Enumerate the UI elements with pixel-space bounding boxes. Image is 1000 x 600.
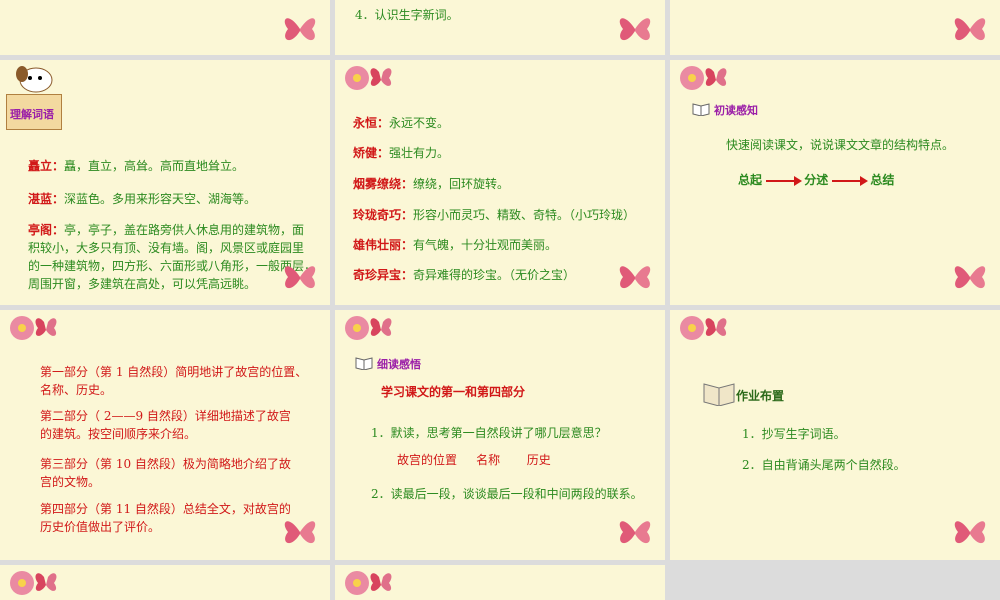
s5-row-2: 矫健：强壮有力。 — [353, 146, 450, 160]
butterfly-icon — [954, 521, 986, 544]
arrow-icon — [766, 175, 803, 186]
scroll-label-box — [6, 94, 62, 130]
answer-1: 故宫的位置 名称 历史 — [397, 453, 551, 467]
slide-9-title: 作业布置 — [736, 389, 785, 403]
butterfly-icon — [954, 266, 986, 289]
slide-2-item: 4．认识生字新词。 — [355, 8, 459, 22]
slide-6-tag: 初读感知 — [714, 104, 758, 117]
flower-icon — [680, 66, 727, 90]
structure-flow: 总起 分述 总结 — [738, 170, 894, 190]
s5-row-1: 永恒：永远不变。 — [353, 116, 450, 130]
book-icon — [355, 357, 373, 370]
s5-row-5: 雄伟壮丽：有气魄，十分壮观而美丽。 — [353, 238, 558, 252]
question-2: 2．读最后一段，谈谈最后一段和中间两段的联系。 — [371, 487, 643, 501]
slide-6[interactable]: 初读感知 快速阅读课文，说说课文文章的结构特点。 总起 分述 总结 — [670, 60, 1000, 305]
part-4: 第四部分（第 11 自然段）总结全文，对故宫的历史价值做出了评价。 — [40, 502, 291, 534]
s5-row-6: 奇珍异宝：奇异难得的珍宝。（无价之宝） — [353, 268, 576, 282]
term-chuli: 矗立：矗，直立，高耸。高而直地耸立。 — [28, 159, 245, 173]
part-2: 第二部分（ 2——9 自然段）详细地描述了故宫的建筑。按空间顺序来介绍。 — [40, 409, 291, 441]
arrow-icon — [832, 175, 869, 186]
slide-8-title: 学习课文的第一和第四部分 — [381, 385, 526, 399]
flower-icon — [345, 316, 392, 340]
slide-11[interactable] — [335, 565, 665, 600]
homework-1: 1．抄写生字词语。 — [742, 427, 846, 441]
slide-4-tag: 理解词语 — [10, 108, 54, 121]
slide-7[interactable]: 第一部分（第 1 自然段）简明地讲了故宫的位置、名称、历史。 第二部分（ 2——… — [0, 310, 330, 560]
flow-start: 总起 — [738, 173, 763, 187]
butterfly-icon — [284, 521, 316, 544]
butterfly-icon — [619, 18, 651, 41]
s5-row-4: 玲珑奇巧：形容小而灵巧、精致、奇特。（小巧玲珑） — [353, 208, 636, 222]
slide-9[interactable]: 作业布置 1．抄写生字词语。 2．自由背诵头尾两个自然段。 — [670, 310, 1000, 560]
slide-8-tag: 细读感悟 — [377, 358, 421, 371]
open-book-icon — [703, 383, 735, 406]
part-3: 第三部分（第 10 自然段）极为简略地介绍了故宫的文物。 — [40, 457, 291, 489]
slide-3[interactable] — [670, 0, 1000, 55]
flower-icon — [345, 571, 392, 595]
s5-row-3: 烟雾缭绕：缭绕，回环旋转。 — [353, 177, 510, 191]
flower-icon — [345, 66, 392, 90]
butterfly-icon — [284, 266, 316, 289]
flower-icon — [10, 571, 57, 595]
flow-end: 总结 — [870, 173, 895, 187]
part-1: 第一部分（第 1 自然段）简明地讲了故宫的位置、名称、历史。 — [40, 365, 308, 397]
slide-8[interactable]: 细读感悟 学习课文的第一和第四部分 1．默读，思考第一自然段讲了哪几层意思？ 故… — [335, 310, 665, 560]
butterfly-icon — [284, 18, 316, 41]
question-1: 1．默读，思考第一自然段讲了哪几层意思？ — [371, 426, 607, 440]
butterfly-icon — [619, 521, 651, 544]
structure-question: 快速阅读课文，说说课文文章的结构特点。 — [726, 138, 955, 152]
slide-5[interactable]: 永恒：永远不变。 矫健：强壮有力。 烟雾缭绕：缭绕，回环旋转。 玲珑奇巧：形容小… — [335, 60, 665, 305]
flow-middle: 分述 — [804, 173, 829, 187]
slide-10[interactable] — [0, 565, 330, 600]
butterfly-icon — [619, 266, 651, 289]
term-zhanlan: 湛蓝：深蓝色。多用来形容天空、湖海等。 — [28, 192, 257, 206]
flower-icon — [10, 316, 57, 340]
slide-4[interactable]: 理解词语 矗立：矗，直立，高耸。高而直地耸立。 湛蓝：深蓝色。多用来形容天空、湖… — [0, 60, 330, 305]
homework-2: 2．自由背诵头尾两个自然段。 — [742, 458, 906, 472]
slide-2[interactable]: 4．认识生字新词。 — [335, 0, 665, 55]
butterfly-icon — [954, 18, 986, 41]
dog-icon — [16, 66, 53, 93]
slide-1[interactable] — [0, 0, 330, 55]
book-icon — [692, 103, 710, 116]
flower-icon — [680, 316, 727, 340]
term-tingge: 亭阁：亭，亭子，盖在路旁供人休息用的建筑物，面 积较小，大多只有顶、没有墙。阁，… — [28, 223, 317, 291]
